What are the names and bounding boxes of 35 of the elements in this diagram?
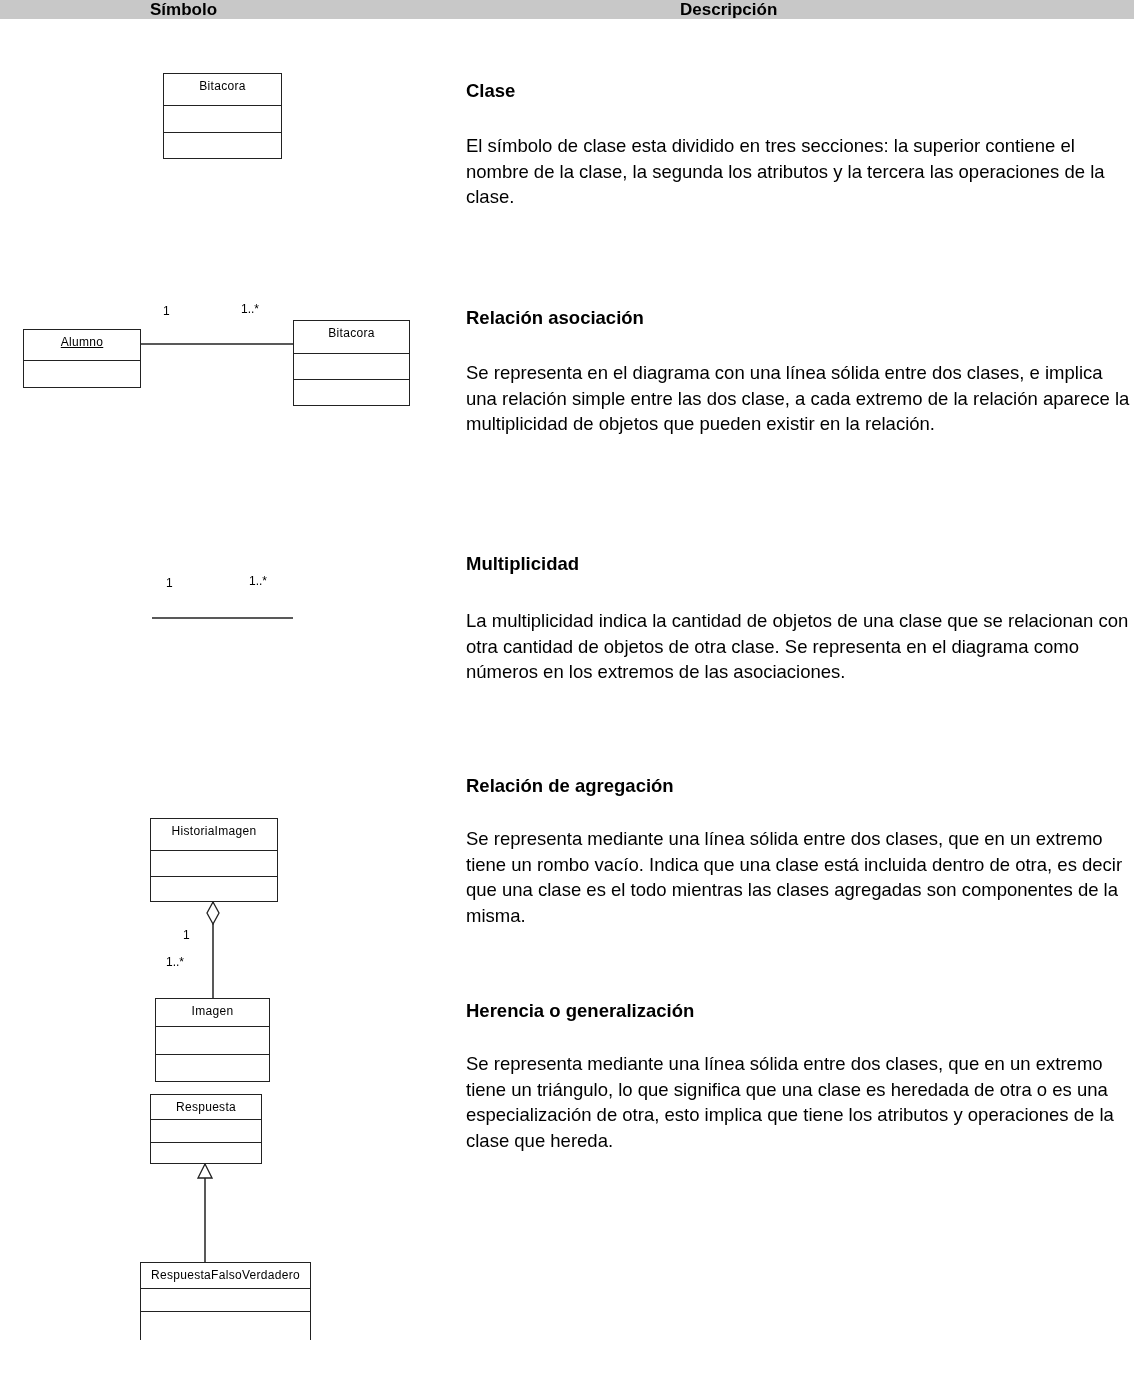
class-name: Respuesta bbox=[174, 1099, 238, 1113]
multiplicity-label: 1 bbox=[166, 577, 173, 590]
class-box bbox=[163, 73, 282, 159]
class-box bbox=[155, 998, 270, 1082]
multiplicity-label: 1 bbox=[183, 929, 190, 942]
row-heading: Herencia o generalización bbox=[466, 1000, 695, 1022]
class-box bbox=[150, 818, 278, 902]
table-header: Descripción bbox=[680, 1, 778, 19]
row-heading: Relación de agregación bbox=[466, 775, 674, 797]
class-name: RespuestaFalsoVerdadero bbox=[150, 1267, 301, 1281]
row-heading: Relación asociación bbox=[466, 307, 644, 329]
multiplicity-label: 1..* bbox=[249, 575, 267, 588]
multiplicity-label: 1..* bbox=[166, 956, 184, 969]
class-name: Imagen bbox=[190, 1003, 235, 1017]
row-heading: Multiplicidad bbox=[466, 553, 580, 575]
class-name: HistoriaImagen bbox=[170, 823, 258, 837]
multiplicity-label: 1..* bbox=[241, 303, 259, 316]
description-text: Se representa mediante una línea sólida entre dos clases, que en un extremo tiene un triángulo, lo que significa que una clase es heredada de otra o es una especialización de otra, esto implica que tiene los atributos y operaciones de la clase que hereda. bbox=[466, 1052, 1115, 1153]
class-box bbox=[150, 1094, 262, 1164]
class-box bbox=[293, 320, 410, 406]
table-header: Símbolo bbox=[150, 1, 218, 19]
class-box bbox=[23, 329, 141, 388]
description-text: El símbolo de clase esta dividido en tres secciones: la superior contiene el nombre de la clase, la segunda los atributos y la tercera las operaciones de la clase. bbox=[466, 134, 1106, 209]
class-box bbox=[140, 1262, 311, 1340]
row-heading: Clase bbox=[466, 80, 516, 102]
description-text: Se representa en el diagrama con una línea sólida entre dos clases, e implica una relación simple entre las dos clase, a cada extremo de la relación aparece la multiplicidad de objetos que pueden existir en la relación. bbox=[466, 361, 1131, 436]
class-name: Bitacora bbox=[198, 78, 247, 92]
description-text: Se representa mediante una línea sólida entre dos clases, que en un extremo tiene un rombo vacío. Indica que una clase está incluida dentro de otra, es decir que una clase es el todo mientras las clases agregadas son componentes de la misma. bbox=[466, 827, 1124, 928]
aggregation-line bbox=[206, 901, 220, 999]
class-name: Bitacora bbox=[327, 325, 376, 339]
inheritance-arrow bbox=[197, 1163, 213, 1263]
class-name: Alumno bbox=[59, 334, 105, 348]
description-text: La multiplicidad indica la cantidad de objetos de una clase que se relacionan con otra cantidad de objetos de otra clase. Se representa en el diagrama como números en los extremos de las asociaciones. bbox=[466, 609, 1130, 684]
association-line bbox=[140, 343, 294, 345]
multiplicity-label: 1 bbox=[163, 305, 170, 318]
